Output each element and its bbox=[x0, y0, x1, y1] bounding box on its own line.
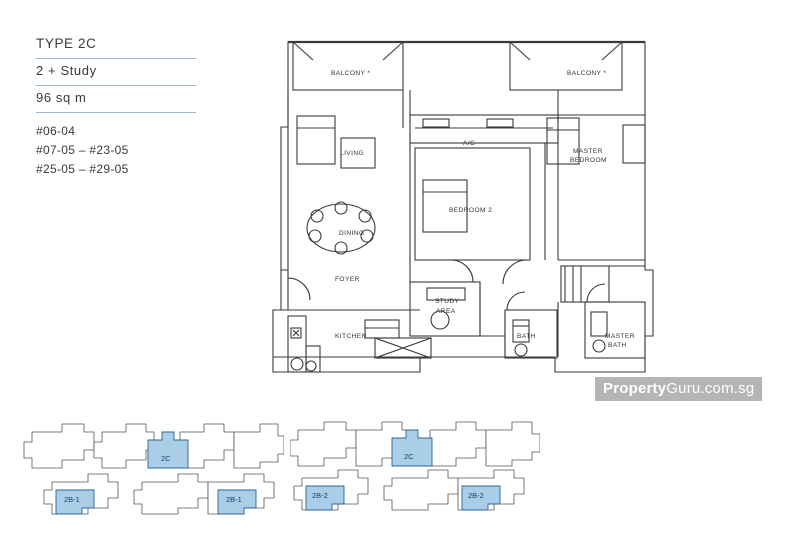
room-label-master-bath-line2: BATH bbox=[608, 342, 627, 349]
unit-number: #07-05 – #23-05 bbox=[36, 143, 129, 157]
keyplan-high-floor-svg bbox=[289, 421, 541, 511]
keyplan-low-floor-svg bbox=[23, 423, 285, 515]
unit-number-list: #06-04 #07-05 – #23-05 #25-05 – #29-05 bbox=[36, 122, 196, 179]
room-label-master-bath-line1: MASTER bbox=[605, 333, 635, 340]
keyplan-highlight-label-2c: 2C bbox=[404, 452, 414, 461]
room-label-dining: DINING bbox=[339, 230, 365, 237]
room-label-master-bedroom-line2: BEDROOM bbox=[570, 157, 607, 164]
propertyguru-watermark: PropertyGuru.com.sg bbox=[595, 377, 763, 401]
room-label-master-bedroom-line1: MASTER bbox=[573, 148, 603, 155]
room-label-balcony-left: BALCONY * bbox=[331, 70, 371, 77]
room-label-ac: A/C bbox=[463, 140, 476, 147]
unit-info-panel: TYPE 2C 2 + Study 96 sq m #06-04 #07-05 … bbox=[36, 32, 196, 179]
room-label-living: LIVING bbox=[340, 150, 365, 157]
watermark-brand-tail: .com.sg bbox=[700, 380, 755, 397]
keyplan-highlight-label-2b1-left: 2B-1 bbox=[64, 495, 80, 504]
room-label-foyer: FOYER bbox=[335, 276, 360, 283]
unit-type-title: TYPE 2C bbox=[36, 32, 196, 59]
unit-area: 96 sq m bbox=[36, 86, 196, 113]
unit-number: #25-05 – #29-05 bbox=[36, 162, 129, 176]
keyplan-highlight-label-2c: 2C bbox=[161, 454, 171, 463]
watermark-brand-mid: Guru bbox=[666, 380, 701, 397]
keyplan-high-floor: 2C 2B-2 2B-2 bbox=[289, 410, 541, 525]
watermark-brand-bold: Property bbox=[603, 380, 667, 397]
room-label-balcony-right: BALCONY * bbox=[567, 70, 607, 77]
room-label-kitchen: KITCHEN bbox=[335, 333, 367, 340]
floor-plan-svg bbox=[272, 40, 654, 373]
floor-plan-drawing: BALCONY * BALCONY * LIVING A/C MASTER BE… bbox=[255, 20, 675, 385]
room-label-study-line1: STUDY bbox=[435, 298, 460, 305]
unit-bedroom-config: 2 + Study bbox=[36, 59, 196, 86]
keyplan-highlight-label-2b1-right: 2B-1 bbox=[226, 495, 242, 504]
room-label-bath: BATH bbox=[517, 333, 536, 340]
keyplan-highlight-label-2b2-left: 2B-2 bbox=[312, 491, 328, 500]
keyplan-highlight-label-2b2-right: 2B-2 bbox=[468, 491, 484, 500]
room-label-study-line2: AREA bbox=[436, 308, 456, 315]
unit-number: #06-04 bbox=[36, 124, 76, 138]
room-label-bedroom-2: BEDROOM 2 bbox=[449, 207, 493, 214]
keyplan-low-floor: 2C 2B-1 2B-1 bbox=[22, 410, 285, 525]
